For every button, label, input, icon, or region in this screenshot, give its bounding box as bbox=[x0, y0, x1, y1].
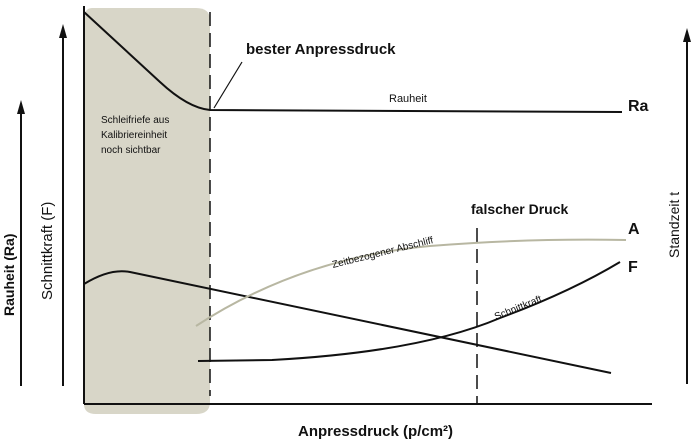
roughness-curve bbox=[83, 11, 623, 113]
tool-life-axis-label: Standzeit t bbox=[666, 192, 682, 258]
cutting-force-axis-label: Schnittkraft (F) bbox=[39, 202, 56, 300]
abrasion-curve-label: Zeitbezogener Abschliff bbox=[331, 235, 435, 271]
roughness-axis-label: Rauheit (Ra) bbox=[1, 234, 17, 316]
grinding-note-line-1: Schleifriefe aus bbox=[101, 115, 169, 126]
cutting-force-curve-label: Schnittkraft bbox=[493, 294, 544, 323]
roughness-tag: Ra bbox=[628, 98, 649, 115]
grinding-note-line-3: noch sichtbar bbox=[101, 145, 161, 156]
wrong-pressure-label: falscher Druck bbox=[471, 201, 568, 217]
cutting-force-axis-arrow bbox=[59, 24, 67, 386]
grinding-marks-zone bbox=[84, 8, 210, 414]
best-pressure-label: bester Anpressdruck bbox=[246, 41, 396, 58]
grinding-note-line-2: Kalibriereinheit bbox=[101, 130, 167, 141]
cutting-force-tag: F bbox=[628, 259, 638, 276]
roughness-axis-arrow bbox=[17, 100, 25, 386]
cutting-force-decline-curve bbox=[83, 270, 612, 374]
abrasion-tag: A bbox=[628, 221, 640, 238]
abrasion-curve bbox=[195, 238, 627, 327]
tool-life-axis-arrow bbox=[683, 28, 691, 384]
best-pressure-pointer bbox=[213, 61, 243, 109]
cutting-force-curve bbox=[197, 261, 621, 362]
roughness-curve-label: Rauheit bbox=[389, 93, 427, 105]
x-axis-label: Anpressdruck (p/cm²) bbox=[298, 423, 453, 440]
